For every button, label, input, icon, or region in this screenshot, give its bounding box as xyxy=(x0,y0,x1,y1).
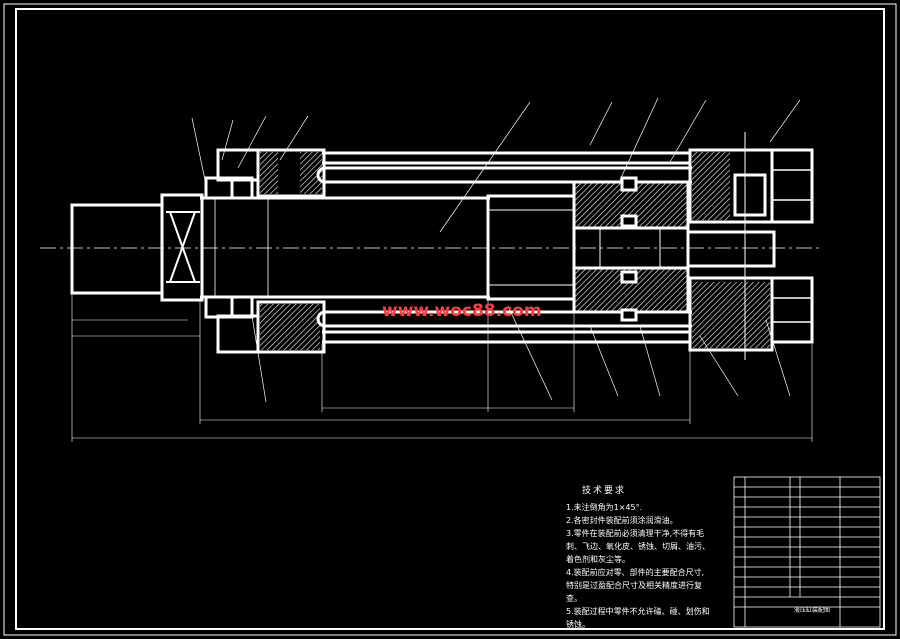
outer-frame xyxy=(3,3,897,636)
tech-line: 查。 xyxy=(566,594,582,603)
technical-requirements: 技术要求 1.未注倒角为1×45°. 2.各密封件装配前须涂润滑油。 3.零件在… xyxy=(566,485,710,631)
title-block: 液压缸装配图 xyxy=(733,476,881,628)
tech-line: 刺、飞边、氧化皮、锈蚀、切屑、油污、 xyxy=(566,542,710,551)
dimension-lines xyxy=(71,292,813,442)
drawing-name: 液压缸装配图 xyxy=(794,606,830,614)
tech-line: 1.未注倒角为1×45°. xyxy=(566,503,643,512)
tech-requirements-title: 技术要求 xyxy=(582,486,627,496)
piston xyxy=(572,176,690,322)
rear-end-cap xyxy=(686,132,814,360)
tech-line: 着色剂和灰尘等。 xyxy=(566,555,630,564)
tech-line: 2.各密封件装配前须涂润滑油。 xyxy=(566,516,678,525)
inner-frame xyxy=(15,8,885,630)
tech-line: 3.零件在装配前必须清理干净,不得有毛 xyxy=(566,529,705,538)
tech-line: 锈蚀。 xyxy=(566,620,590,629)
tech-line: 特别是过盈配合尺寸及相关精度进行复 xyxy=(566,581,702,590)
tech-line: 5.装配过程中零件不允许磕、碰、划伤和 xyxy=(566,607,710,616)
rod-end-fitting xyxy=(70,193,204,302)
leader-lines xyxy=(191,97,801,403)
watermark-text: www.woc88.com xyxy=(382,301,542,321)
front-end-cap xyxy=(204,148,326,354)
piston-rod xyxy=(200,194,576,301)
tech-line: 4.装配前应对零、部件的主要配合尺寸, xyxy=(566,568,705,577)
